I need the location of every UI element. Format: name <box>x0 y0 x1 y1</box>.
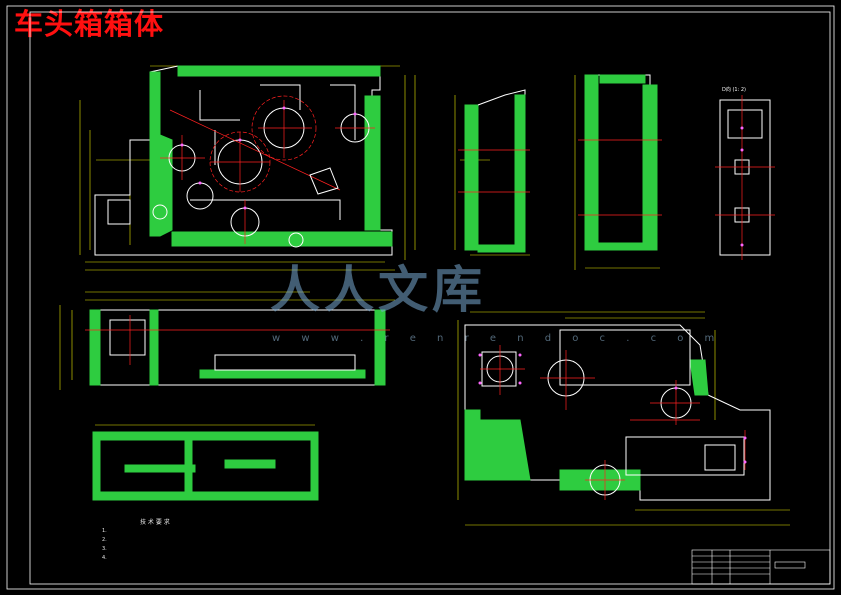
title-block <box>691 549 831 585</box>
bottom-section-view <box>92 424 319 501</box>
note-line: 2. <box>102 537 107 543</box>
detail-view-label: D向 (1: 2) <box>722 87 746 93</box>
inner-frame <box>29 11 831 585</box>
top-view <box>59 291 395 390</box>
detail-d-view <box>715 95 775 260</box>
front-view <box>79 65 416 271</box>
side-section-view <box>454 89 530 256</box>
note-line: 3. <box>102 546 107 552</box>
note-line: 1. <box>102 528 107 534</box>
technical-requirements: 技 术 要 求 1. 2. 3. 4. <box>102 518 170 563</box>
watermark-text: 人人文库 <box>270 261 486 319</box>
outer-frame <box>6 5 835 590</box>
drawing-title: 车头箱箱体 <box>14 7 165 41</box>
note-line: 4. <box>102 555 107 561</box>
rear-view <box>457 311 790 526</box>
watermark-url: w w w . r e n r e n d o c . c o m <box>272 333 724 344</box>
end-section-view <box>574 74 662 270</box>
notes-title: 技 术 要 求 <box>140 519 170 526</box>
